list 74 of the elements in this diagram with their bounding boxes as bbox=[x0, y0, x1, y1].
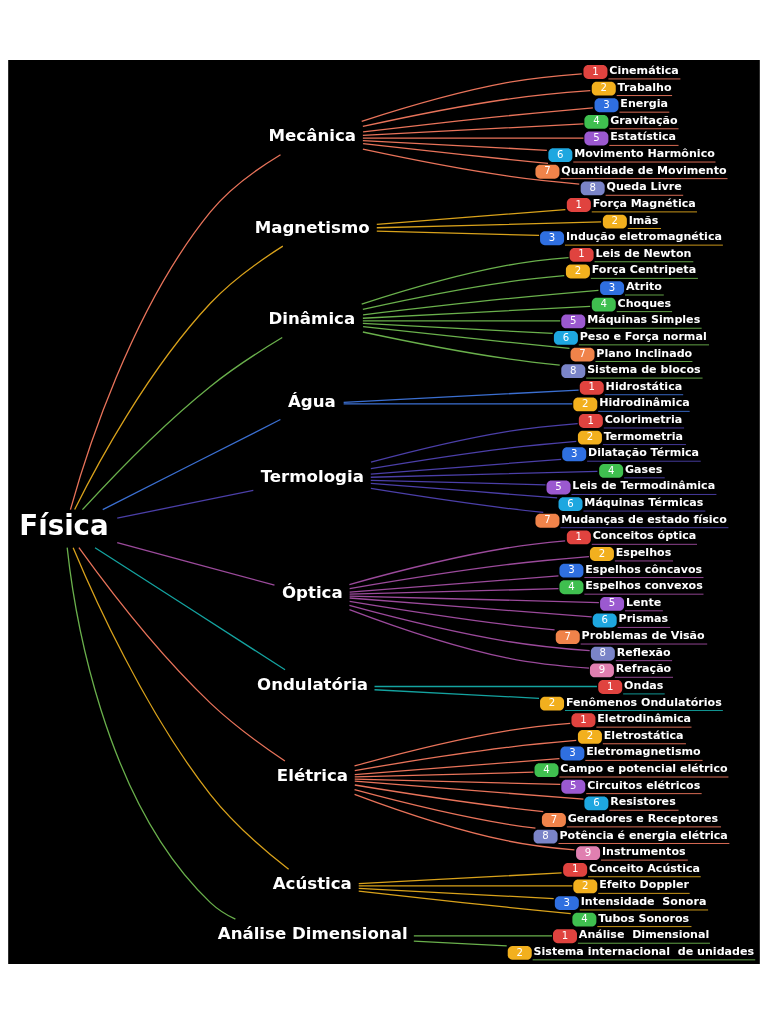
node-text: Elétrica bbox=[276, 766, 349, 786]
node-text: Dinâmica bbox=[268, 309, 356, 328]
connector bbox=[370, 458, 562, 475]
connector bbox=[348, 604, 591, 652]
connector bbox=[102, 418, 282, 511]
connector bbox=[373, 689, 540, 699]
connector bbox=[349, 595, 600, 604]
connector bbox=[74, 245, 284, 511]
connector bbox=[370, 440, 577, 470]
connector bbox=[373, 685, 598, 688]
connector bbox=[370, 482, 558, 499]
connector bbox=[343, 389, 580, 403]
connector bbox=[72, 547, 290, 870]
connector bbox=[362, 289, 600, 316]
connector bbox=[354, 778, 561, 786]
connector bbox=[370, 487, 544, 514]
connector bbox=[349, 597, 593, 618]
connector bbox=[361, 256, 570, 305]
connector bbox=[348, 540, 566, 586]
connector bbox=[349, 588, 560, 595]
connector bbox=[349, 575, 560, 593]
connector bbox=[354, 780, 585, 800]
connector bbox=[358, 885, 573, 887]
connector bbox=[354, 784, 544, 813]
connector bbox=[362, 331, 561, 366]
connector bbox=[358, 872, 563, 885]
connector bbox=[348, 555, 590, 590]
connector bbox=[370, 422, 579, 463]
connector bbox=[94, 547, 286, 671]
connector bbox=[362, 274, 565, 310]
connector bbox=[362, 90, 591, 128]
connector bbox=[376, 209, 567, 226]
connector bbox=[361, 73, 583, 122]
node-text: Água bbox=[287, 392, 336, 412]
connector bbox=[358, 890, 572, 915]
connector bbox=[370, 470, 599, 478]
connector bbox=[362, 123, 585, 137]
connector bbox=[353, 793, 576, 851]
connector bbox=[358, 887, 555, 900]
connector bbox=[362, 143, 549, 165]
node-text: Física bbox=[19, 508, 109, 542]
connector bbox=[362, 140, 548, 151]
connector bbox=[354, 757, 561, 776]
connector bbox=[413, 940, 508, 947]
node-text: Mecânica bbox=[268, 126, 356, 146]
connector bbox=[354, 771, 535, 778]
connector bbox=[69, 154, 282, 511]
connector bbox=[362, 305, 591, 319]
connector bbox=[413, 935, 553, 937]
connector bbox=[348, 608, 590, 669]
connector bbox=[354, 739, 577, 772]
connector bbox=[370, 479, 547, 486]
connector bbox=[116, 542, 276, 586]
connector bbox=[78, 547, 286, 762]
connector bbox=[362, 322, 554, 335]
node-text: Acústica bbox=[272, 874, 352, 894]
connector bbox=[362, 107, 594, 133]
connector bbox=[353, 722, 571, 767]
connector bbox=[81, 336, 283, 511]
connector bbox=[376, 221, 602, 229]
connector bbox=[376, 230, 540, 236]
connector bbox=[66, 547, 237, 920]
node-text: Análise Dimensional bbox=[217, 923, 408, 943]
node-text: Termologia bbox=[260, 466, 364, 486]
node-text: Ondulatória bbox=[257, 674, 369, 694]
connector bbox=[349, 600, 556, 631]
node-text: Óptica bbox=[281, 583, 343, 603]
connector bbox=[362, 325, 571, 349]
connector bbox=[116, 489, 254, 519]
connector bbox=[353, 788, 537, 829]
connector bbox=[343, 403, 573, 405]
connector bbox=[362, 137, 585, 139]
node-text: Magnetismo bbox=[254, 217, 370, 237]
connector bbox=[362, 320, 561, 322]
